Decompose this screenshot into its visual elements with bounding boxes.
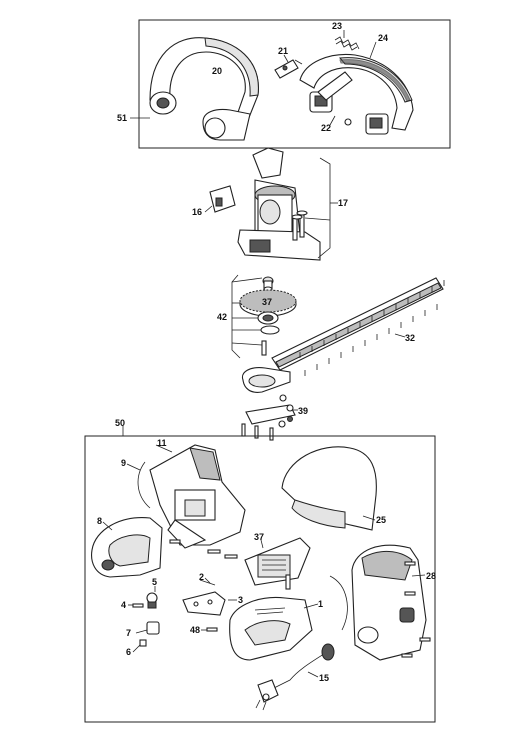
label-23: 23 <box>332 21 342 31</box>
brush-holder-part <box>209 185 236 213</box>
cutting-blade <box>241 277 445 393</box>
housing-screws <box>401 561 431 658</box>
blade-clamp <box>241 394 296 441</box>
screws <box>169 539 238 559</box>
small-parts-5-4 <box>132 592 158 609</box>
side-cover <box>91 517 163 578</box>
label-32: 32 <box>405 333 415 343</box>
rear-handle <box>299 53 414 135</box>
label-7: 7 <box>126 628 131 638</box>
label-16: 16 <box>192 207 202 217</box>
label-21: 21 <box>278 46 288 56</box>
label-39: 39 <box>298 406 308 416</box>
label-8: 8 <box>97 516 102 526</box>
screw-48 <box>206 627 218 632</box>
housing-half <box>149 444 246 549</box>
label-37: 37 <box>254 532 264 542</box>
handle-group-frame <box>138 19 451 149</box>
spring-part <box>334 36 360 51</box>
retainer-clip <box>137 461 151 509</box>
switch-module <box>244 537 311 590</box>
housing-group-frame <box>84 435 436 723</box>
part-labels: 51 20 21 23 24 22 16 17 42 32 39 50 11 9… <box>97 21 436 683</box>
label-48: 48 <box>190 625 200 635</box>
label-2: 2 <box>199 572 204 582</box>
blade-guard <box>281 446 377 531</box>
switch-part <box>274 59 303 79</box>
label-50: 50 <box>115 418 125 428</box>
label-25: 25 <box>376 515 386 525</box>
label-5: 5 <box>152 577 157 587</box>
label-20: 20 <box>212 66 222 76</box>
label-42: 42 <box>217 312 227 322</box>
label-11: 11 <box>157 438 167 448</box>
label-15: 15 <box>319 673 329 683</box>
motor-assembly <box>237 147 321 261</box>
handle-half <box>229 596 313 661</box>
gear-stack: 37 <box>239 276 297 356</box>
label-3: 3 <box>238 595 243 605</box>
label-6: 6 <box>126 647 131 657</box>
power-cord <box>255 643 335 711</box>
label-4: 4 <box>121 600 126 610</box>
label-51: 51 <box>117 113 127 123</box>
front-handle <box>149 37 259 141</box>
motor-housing <box>351 544 427 661</box>
svg-text:37: 37 <box>262 297 272 307</box>
side-clip <box>329 575 348 631</box>
label-1: 1 <box>318 599 323 609</box>
label-9: 9 <box>121 458 126 468</box>
label-24: 24 <box>378 33 388 43</box>
bracket-3 <box>182 579 226 616</box>
label-17: 17 <box>338 198 348 208</box>
capacitor-7 <box>139 621 160 647</box>
label-28: 28 <box>426 571 436 581</box>
label-22: 22 <box>321 123 331 133</box>
